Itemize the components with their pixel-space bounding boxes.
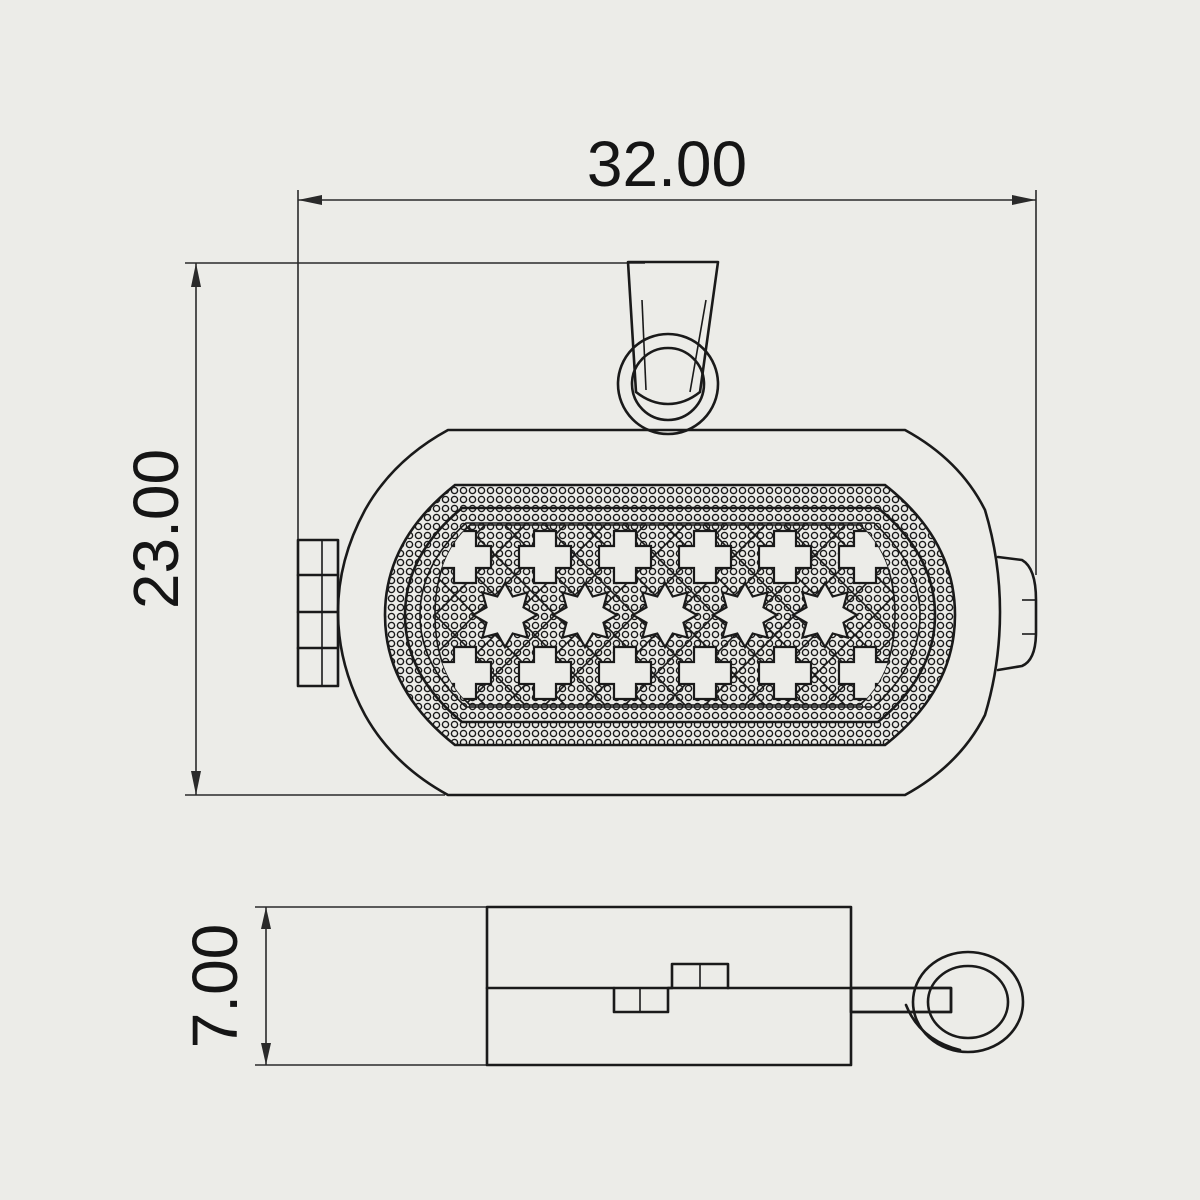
bail bbox=[616, 260, 720, 436]
lattice-cross bbox=[837, 529, 893, 585]
geometric-lattice bbox=[225, 525, 1165, 705]
lattice-cross bbox=[677, 529, 733, 585]
bail-ring-outer bbox=[616, 332, 720, 436]
hinge-left bbox=[296, 538, 340, 688]
pendant-front-view bbox=[225, 260, 1165, 797]
inner-panel-frame bbox=[419, 522, 921, 708]
depth-arrow-bottom bbox=[261, 1043, 271, 1065]
height-arrow-bottom bbox=[191, 771, 201, 795]
lattice-star bbox=[470, 580, 540, 650]
lattice-cross bbox=[597, 645, 653, 701]
width-arrow-left bbox=[298, 195, 322, 205]
side-bail-ring-inner bbox=[926, 964, 1010, 1040]
lattice-strap bbox=[985, 525, 1165, 705]
bail-edge-line bbox=[689, 299, 707, 393]
lattice-frame bbox=[434, 524, 896, 706]
lattice-star bbox=[550, 580, 620, 650]
bail-ring-inner bbox=[630, 346, 706, 422]
width-dimension: 32.00 bbox=[297, 128, 1037, 575]
lattice-cross bbox=[597, 529, 653, 585]
height-dimension: 23.00 bbox=[120, 262, 645, 796]
clasp-right bbox=[996, 555, 1038, 672]
side-bail-stem bbox=[849, 986, 953, 1014]
side-bail-ring-outer bbox=[911, 950, 1025, 1054]
width-arrow-right bbox=[1012, 195, 1036, 205]
bail-edge-line bbox=[641, 299, 647, 391]
lattice-strap bbox=[784, 525, 895, 705]
inner-panel bbox=[403, 506, 937, 724]
height-arrow-top bbox=[191, 263, 201, 287]
lattice-star bbox=[790, 580, 860, 650]
side-hinge-step bbox=[612, 962, 730, 1014]
side-bail-stem-front bbox=[849, 986, 953, 1014]
height-label: 23.00 bbox=[120, 449, 192, 609]
lattice-cross bbox=[757, 529, 813, 585]
side-body bbox=[485, 905, 853, 1067]
lattice-cross bbox=[517, 645, 573, 701]
depth-label: 7.00 bbox=[179, 924, 251, 1049]
lattice-star bbox=[710, 580, 780, 650]
width-label: 32.00 bbox=[587, 128, 747, 200]
lattice-star bbox=[630, 580, 700, 650]
depth-dimension: 7.00 bbox=[179, 906, 487, 1066]
depth-arrow-top bbox=[261, 907, 271, 929]
lattice-cross bbox=[517, 529, 573, 585]
bail-loop bbox=[626, 260, 720, 406]
lattice-cross bbox=[677, 645, 733, 701]
pendant-side-view bbox=[485, 905, 1025, 1067]
lattice-strap bbox=[985, 525, 1165, 705]
lattice-strap bbox=[225, 525, 405, 705]
lattice-strap bbox=[225, 525, 405, 705]
lattice-cross bbox=[757, 645, 813, 701]
pendant-outline bbox=[336, 428, 1002, 797]
